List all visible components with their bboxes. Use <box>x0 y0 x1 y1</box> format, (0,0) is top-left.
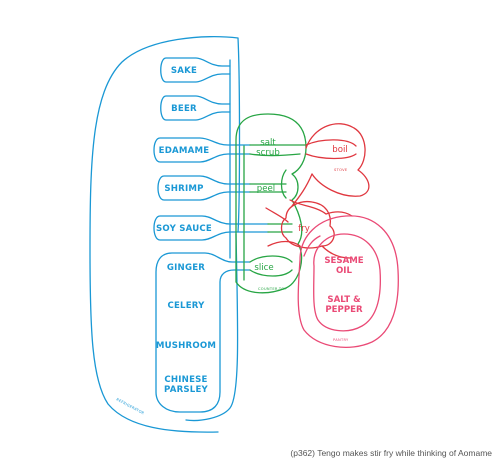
beer-pill <box>160 95 231 121</box>
ingredient-chinese-parsley-line1: CHINESE <box>164 375 207 385</box>
shrimp-pill <box>157 175 251 201</box>
fry-outline <box>280 200 335 249</box>
peel-pill <box>249 183 287 193</box>
stove-outline <box>305 123 370 197</box>
soy-to-fry <box>267 223 293 233</box>
label-counter-top: COUNTER-TOP <box>258 287 287 291</box>
counter-inner <box>243 145 287 281</box>
action-fry: fry <box>298 224 310 234</box>
soy-sauce-pill <box>153 215 269 241</box>
seasoning-salt-pepper-line2: PEPPER <box>325 305 363 315</box>
pantry-outer <box>297 215 399 348</box>
ingredient-beer: BEER <box>171 104 197 114</box>
refrigerator-inner <box>185 233 239 422</box>
pantry-to-fry <box>303 235 321 257</box>
stove-to-fry <box>265 173 353 259</box>
action-salt-scrub-line1: salt <box>260 138 276 148</box>
boil-pill <box>305 139 357 160</box>
action-slice: slice <box>254 263 273 273</box>
ingredient-shrimp: SHRIMP <box>164 184 203 194</box>
vegetable-container <box>155 252 251 413</box>
counter-top-outline <box>235 113 307 294</box>
edamame-pill <box>153 137 251 163</box>
ingredient-chinese-parsley-line2: PARSLEY <box>164 385 209 395</box>
salt-scrub-pill <box>249 144 307 157</box>
figure-caption: (p362) Tengo makes stir fry while thinki… <box>290 448 492 458</box>
action-boil: boil <box>332 145 348 155</box>
ingredient-soy-sauce: SOY SAUCE <box>156 224 212 234</box>
seasoning-sesame-oil-line1: SESAME <box>324 256 363 266</box>
sake-pill <box>160 57 231 83</box>
ingredient-edamame: EDAMAME <box>159 146 210 156</box>
ingredient-sake: SAKE <box>171 66 197 76</box>
label-stove: STOVE <box>334 168 348 172</box>
label-pantry: PANTRY <box>333 338 349 342</box>
seasoning-salt-pepper-line1: SALT & <box>327 295 361 305</box>
action-peel: peel <box>257 184 275 194</box>
ingredient-celery: CELERY <box>167 301 205 311</box>
seasoning-sesame-oil-line2: OIL <box>336 266 353 276</box>
ingredient-ginger: GINGER <box>167 263 205 273</box>
refrigerator-outline <box>89 36 241 433</box>
pantry-inner <box>313 233 382 332</box>
label-refrigerator: REFRIGERATOR <box>116 397 146 415</box>
action-salt-scrub-line2: scrub <box>256 148 280 158</box>
ingredient-mushroom: MUSHROOM <box>156 341 216 351</box>
slice-pill <box>249 255 293 277</box>
